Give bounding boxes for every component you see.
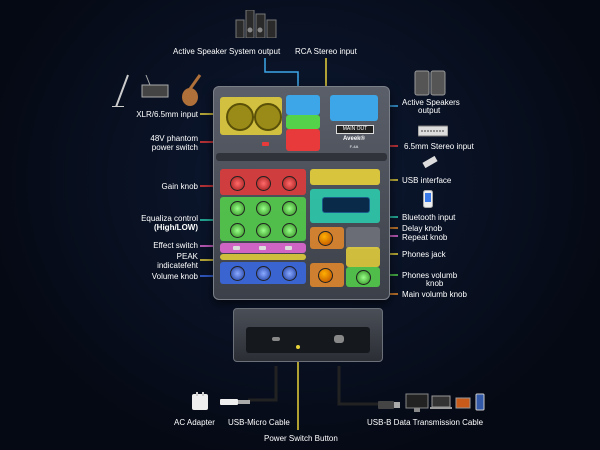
ac-adapter-icon bbox=[190, 392, 212, 412]
label-delay: Delay knob bbox=[402, 224, 443, 233]
label-phones-volumb-1: Phones volumb bbox=[402, 271, 458, 280]
delay-knob[interactable] bbox=[318, 231, 333, 246]
volume-knob-1[interactable] bbox=[230, 266, 245, 281]
xlr-jack-1 bbox=[226, 103, 254, 131]
label-peak-1: PEAK bbox=[176, 252, 198, 261]
label-active-speakers-2: output bbox=[418, 106, 441, 115]
keyboard-icon bbox=[417, 124, 449, 137]
label-peak-2: indicatefeht bbox=[157, 261, 198, 270]
effect-switch-2[interactable] bbox=[259, 246, 266, 250]
effect-switch-1[interactable] bbox=[233, 246, 240, 250]
phantom-switch[interactable] bbox=[262, 142, 269, 146]
eq-high-knob-2[interactable] bbox=[256, 201, 271, 216]
power-switch-button[interactable] bbox=[296, 345, 300, 349]
usb-micro-cable-icon bbox=[220, 395, 250, 407]
rca-block bbox=[286, 95, 320, 115]
stereo-in-block bbox=[286, 129, 320, 151]
usb-b-port bbox=[334, 335, 344, 343]
label-bluetooth: Bluetooth input bbox=[402, 213, 456, 222]
eq-high-knob-1[interactable] bbox=[230, 201, 245, 216]
micro-cable bbox=[248, 366, 278, 402]
label-equaliza-2: (High/LOW) bbox=[154, 223, 198, 232]
eq-low-knob-1[interactable] bbox=[230, 223, 245, 238]
rca-green-block bbox=[286, 115, 320, 129]
devices-icon bbox=[404, 390, 492, 414]
label-xlr: XLR/6.5mm input bbox=[136, 110, 198, 119]
label-main-volumb: Main volumb knob bbox=[402, 290, 467, 299]
eq-high-knob-3[interactable] bbox=[282, 201, 297, 216]
gain-knob-2[interactable] bbox=[256, 176, 271, 191]
display-screen bbox=[322, 197, 370, 213]
label-phantom-2: power switch bbox=[151, 143, 198, 152]
gain-knob-3[interactable] bbox=[282, 176, 297, 191]
phone-icon bbox=[423, 190, 433, 208]
active-out-block bbox=[330, 95, 378, 121]
mixer-side-view bbox=[233, 308, 383, 362]
gain-knob-1[interactable] bbox=[230, 176, 245, 191]
peak-row bbox=[220, 254, 306, 260]
main-out-label: MAIN OUT bbox=[336, 125, 374, 134]
microphone-instruments-icon bbox=[110, 73, 208, 108]
label-usb-micro: USB-Micro Cable bbox=[228, 418, 290, 427]
label-usbb-cable: USB-B Data Transmission Cable bbox=[367, 418, 484, 427]
brand-label: Aveek® bbox=[343, 136, 365, 142]
volume-knob-2[interactable] bbox=[256, 266, 271, 281]
model-label: F-4A bbox=[349, 144, 359, 149]
volume-knob-3[interactable] bbox=[282, 266, 297, 281]
mixer-top-view: MAIN OUT Aveek® F-4A bbox=[213, 86, 390, 300]
usb-block bbox=[310, 169, 380, 185]
mixer-back-panel bbox=[246, 327, 370, 353]
usbb-cable bbox=[337, 366, 382, 406]
eq-low-knob-2[interactable] bbox=[256, 223, 271, 238]
label-65-stereo: 6.5mm Stereo input bbox=[404, 142, 474, 151]
xlr-jack-2 bbox=[254, 103, 282, 131]
phones-volumb-knob[interactable] bbox=[356, 270, 371, 285]
usb-cable-icon bbox=[420, 152, 442, 172]
label-repeat: Repeat knob bbox=[402, 233, 448, 242]
label-usb: USB interface bbox=[402, 176, 452, 185]
label-power-switch: Power Switch Button bbox=[264, 434, 338, 443]
label-rca-stereo: RCA Stereo input bbox=[295, 47, 357, 56]
label-volume: Volume knob bbox=[151, 272, 198, 281]
effect-switch-3[interactable] bbox=[285, 246, 292, 250]
label-active-speakers-1: Active Speakers bbox=[402, 98, 460, 107]
label-equaliza-1: Equaliza control bbox=[141, 214, 198, 223]
label-phones-jack: Phones jack bbox=[402, 250, 446, 259]
speaker-system-icon bbox=[234, 9, 278, 39]
label-active-speaker-system: Active Speaker System output bbox=[173, 47, 281, 56]
micro-usb-port bbox=[272, 337, 280, 341]
repeat-block bbox=[346, 227, 380, 249]
label-gain: Gain knob bbox=[161, 182, 198, 191]
label-effect-switch: Effect switch bbox=[153, 241, 198, 250]
phones-jack-block bbox=[346, 247, 380, 267]
usb-b-cable-icon bbox=[378, 398, 400, 410]
label-phantom-1: 48V phantom bbox=[150, 134, 198, 143]
panel-divider bbox=[216, 153, 387, 161]
label-ac-adapter: AC Adapter bbox=[174, 418, 215, 427]
main-volumb-knob[interactable] bbox=[318, 268, 333, 283]
label-phones-volumb-2: knob bbox=[426, 279, 444, 288]
active-speakers-icon bbox=[414, 70, 446, 96]
eq-low-knob-3[interactable] bbox=[282, 223, 297, 238]
